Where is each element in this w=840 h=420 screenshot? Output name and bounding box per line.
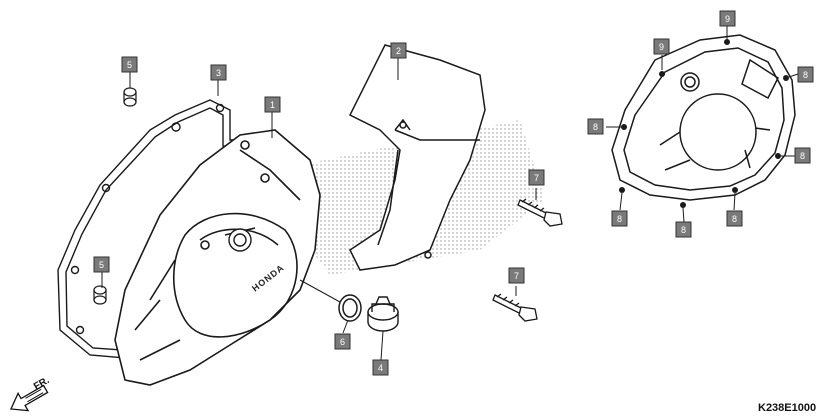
callout-label: 3 bbox=[216, 68, 221, 78]
front-direction-arrow-icon bbox=[9, 384, 49, 412]
callout-label: 8 bbox=[593, 122, 598, 132]
callout-label: 6 bbox=[340, 337, 345, 347]
callout-label: 5 bbox=[99, 260, 104, 270]
dowel-pin-lower bbox=[93, 285, 107, 305]
callout-label: 7 bbox=[534, 173, 539, 183]
cover-guard-part-2 bbox=[348, 44, 486, 271]
callout-label: 8 bbox=[803, 70, 808, 80]
front-direction-label: FR. bbox=[32, 375, 52, 393]
part-code: K238E1000 bbox=[758, 402, 816, 414]
callout-c8e: 8 bbox=[675, 221, 692, 238]
callout-c1: 1 bbox=[264, 96, 281, 113]
dowel-pin-upper bbox=[123, 87, 137, 107]
callout-c2: 2 bbox=[390, 42, 407, 59]
flange-bolt-lower bbox=[492, 293, 538, 322]
o-ring-part-6 bbox=[338, 294, 362, 322]
callout-c5a: 5 bbox=[121, 56, 138, 73]
callout-c7a: 7 bbox=[528, 169, 545, 186]
callout-c8d: 8 bbox=[611, 210, 628, 227]
cover-oil-seal bbox=[228, 228, 252, 252]
callout-label: 1 bbox=[270, 100, 275, 110]
callout-c4: 4 bbox=[372, 359, 389, 376]
callout-c6: 6 bbox=[334, 333, 351, 350]
callout-label: 9 bbox=[659, 42, 664, 52]
callout-c8f: 8 bbox=[726, 210, 743, 227]
callout-c5b: 5 bbox=[93, 256, 110, 273]
callout-c8c: 8 bbox=[794, 147, 811, 164]
callout-label: 7 bbox=[514, 271, 519, 281]
callout-label: 5 bbox=[127, 60, 132, 70]
callout-c9a: 9 bbox=[719, 10, 736, 27]
callout-c3: 3 bbox=[210, 64, 227, 81]
callout-c7b: 7 bbox=[508, 267, 525, 284]
leader-lines bbox=[101, 58, 537, 361]
generator-cover-leaders bbox=[606, 26, 799, 223]
generator-cover-bolt-holes bbox=[619, 39, 789, 208]
callout-label: 4 bbox=[378, 363, 383, 373]
callout-label: 8 bbox=[800, 151, 805, 161]
left-crankcase-cover-part-1 bbox=[114, 129, 321, 386]
callout-label: 9 bbox=[725, 14, 730, 24]
callout-c8a: 8 bbox=[587, 118, 604, 135]
generator-cover-top-view bbox=[611, 34, 796, 201]
flange-bolt-upper bbox=[517, 198, 563, 227]
callout-c8b: 8 bbox=[797, 66, 814, 83]
callout-label: 8 bbox=[681, 225, 686, 235]
callout-label: 2 bbox=[396, 46, 401, 56]
filler-cap-part-4 bbox=[367, 296, 399, 332]
callout-label: 8 bbox=[732, 214, 737, 224]
callout-c9b: 9 bbox=[653, 38, 670, 55]
callout-label: 8 bbox=[617, 214, 622, 224]
